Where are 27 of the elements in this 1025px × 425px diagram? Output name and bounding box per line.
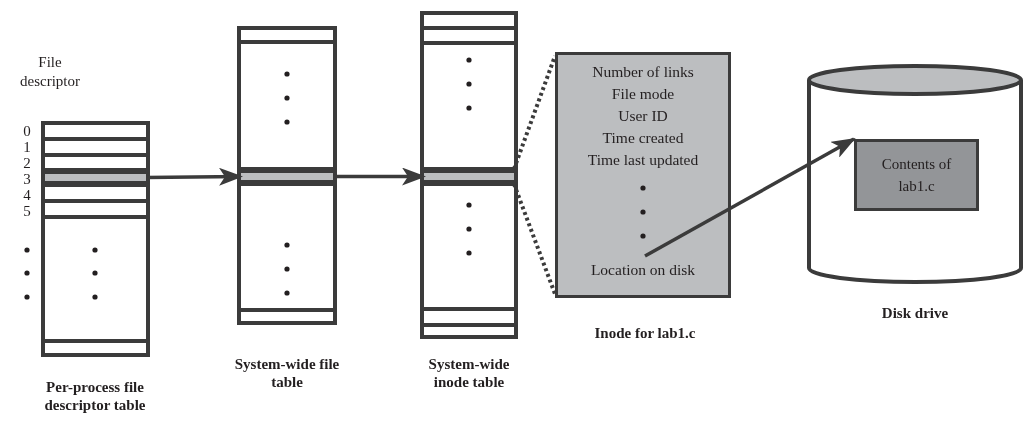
row-index: 2 [22, 155, 32, 171]
dotted-connector [512, 183, 557, 295]
file-contents-box [854, 139, 979, 211]
table-caption: Per-process file descriptor table [43, 378, 147, 414]
row-index: 3 [22, 171, 32, 187]
table-caption: System-wide file table [233, 355, 341, 391]
row-index: 1 [22, 139, 32, 155]
box-text: Contents of lab1.c [880, 155, 953, 196]
dotted-connector [512, 55, 557, 170]
table-column [237, 26, 337, 325]
table-caption: Inode for lab1.c [593, 324, 697, 342]
table-column [41, 121, 150, 357]
row-index: 0 [22, 123, 32, 139]
field-text: Time last updated [587, 150, 699, 170]
row-index: 5 [22, 203, 32, 219]
inode-box [555, 52, 731, 298]
arrow [644, 137, 856, 258]
table-column [420, 11, 518, 339]
axis-label: File descriptor [19, 53, 81, 91]
field-text: Location on disk [590, 260, 696, 280]
field-text: User ID [618, 106, 668, 126]
table-caption: Disk drive [880, 304, 950, 322]
row-index: 4 [22, 187, 32, 203]
table-caption: System-wide inode table [427, 355, 511, 391]
field-text: Number of links [592, 62, 694, 82]
field-text: Time created [602, 128, 684, 148]
field-text: File mode [611, 84, 675, 104]
